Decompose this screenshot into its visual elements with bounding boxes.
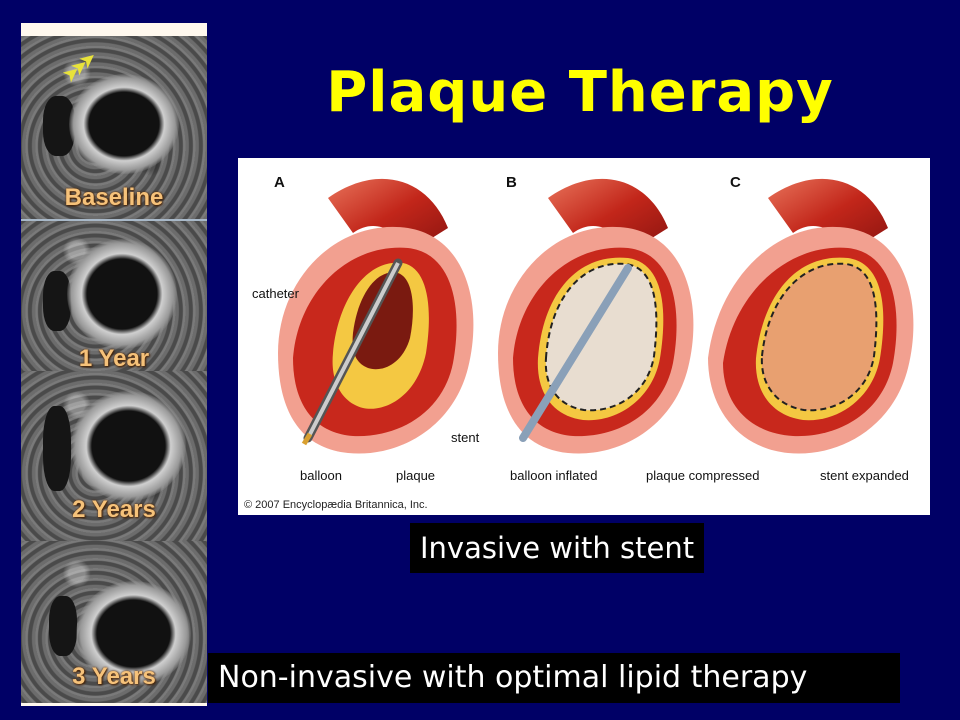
copyright-notice: © 2007 Encyclopædia Britannica, Inc. [244,499,428,511]
artery-with-catheter-icon [278,178,474,454]
mri-panel-baseline: ➤➤➤ Baseline [21,36,207,219]
callout-balloon-inflated: balloon inflated [510,468,598,483]
yellow-arrows-icon: ➤➤➤ [57,48,98,88]
callout-catheter: catheter [252,286,299,301]
callout-plaque-compressed: plaque compressed [646,468,760,483]
slide-title: Plaque Therapy [326,60,834,125]
mri-image-stack: ➤➤➤ Baseline 1 Year 2 Years 3 Years [21,36,207,703]
stent-procedure-diagram: A B C catheter stent balloon [238,158,930,515]
mri-panel-2-years: 2 Years [21,371,207,541]
panel-letter-a: A [274,174,285,191]
panel-letter-b: B [506,174,517,191]
mri-label: 1 Year [78,345,150,371]
mri-image-strip: ➤➤➤ Baseline 1 Year 2 Years 3 Years [21,23,207,706]
panel-letter-c: C [730,174,741,191]
callout-plaque: plaque [396,468,436,483]
mri-label: Baseline [64,184,164,211]
mri-panel-3-years: 3 Years [21,541,207,703]
mri-panel-1-year: 1 Year [21,221,207,371]
caption-non-invasive: Non-invasive with optimal lipid therapy [208,653,900,703]
divider [21,219,207,221]
callout-stent: stent [451,430,480,445]
caption-invasive: Invasive with stent [410,523,705,573]
callout-stent-expanded: stent expanded [820,468,909,483]
artery-stent-expanded-icon [708,178,914,454]
mri-label: 3 Years [72,663,156,690]
artery-balloon-inflated-icon [498,178,694,454]
mri-label: 2 Years [72,496,156,523]
callout-balloon: balloon [300,468,342,483]
